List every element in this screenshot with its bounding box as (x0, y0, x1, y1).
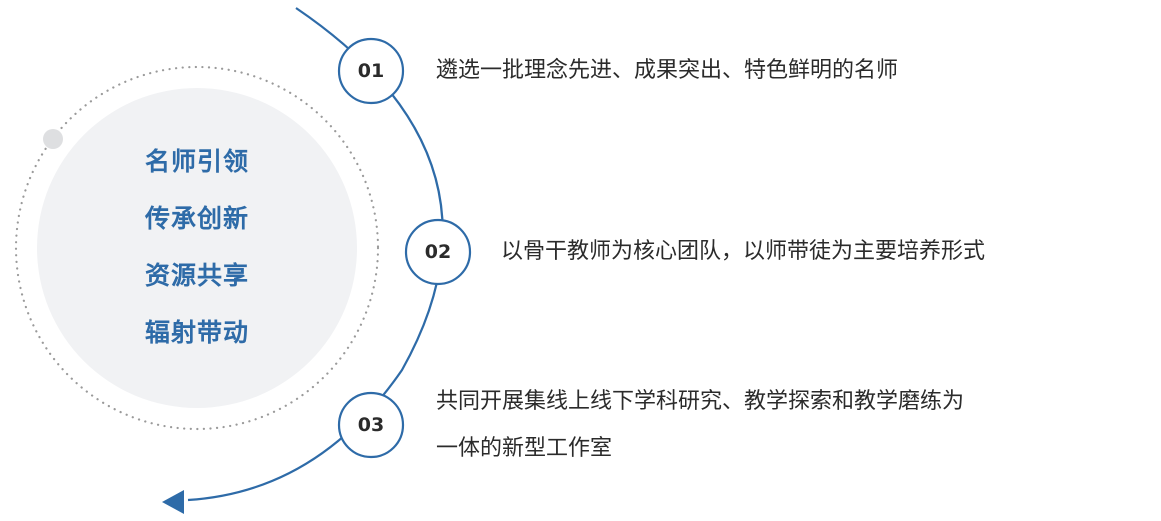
step-number-01: 01 (357, 60, 385, 82)
arc-arrowhead-icon (162, 490, 184, 514)
center-line-3: 资源共享 (144, 261, 249, 290)
dotted-outer-ring (14, 65, 380, 431)
step-node-02 (404, 218, 472, 286)
ring-knob (43, 129, 63, 149)
center-line-4: 辐射带动 (144, 318, 249, 347)
step-text-03-line-1: 共同开展集线上线下学科研究、教学探索和教学磨练为 (436, 389, 965, 414)
center-line-2: 传承创新 (144, 204, 249, 233)
step-text-03-line-2: 一体的新型工作室 (436, 436, 613, 461)
step-number-02: 02 (424, 241, 452, 263)
step-text-01: 遴选一批理念先进、成果突出、特色鲜明的名师 (436, 58, 899, 83)
step-node-03 (337, 391, 405, 459)
step-number-03: 03 (357, 414, 385, 436)
center-circle (37, 88, 357, 408)
step-text-02: 以骨干教师为核心团队，以师带徒为主要培养形式 (501, 239, 986, 264)
step-node-01 (337, 37, 405, 105)
center-line-1: 名师引领 (144, 147, 249, 176)
process-arc (187, 7, 444, 502)
